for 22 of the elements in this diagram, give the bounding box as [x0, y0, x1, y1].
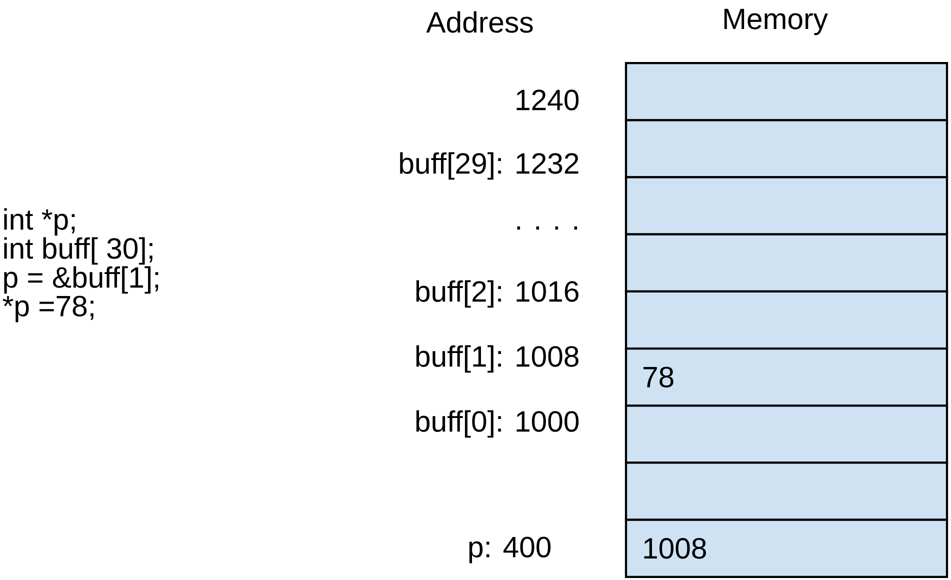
address-label: buff[0]: 1000 — [416, 410, 579, 438]
memory-cell: 78 — [624, 347, 948, 407]
memory-cell — [624, 290, 948, 350]
code-line: p = &buff[1]; — [4, 266, 158, 294]
code-line: *p =78; — [2, 296, 94, 322]
memory-cell — [624, 462, 948, 521]
address-label: buff[29]: 1232 — [400, 152, 578, 180]
memory-cell — [624, 404, 948, 464]
code-line: int *p; — [4, 208, 75, 236]
memory-cell: 1008 — [624, 518, 948, 578]
address-label: buff[1]: 1008 — [416, 345, 578, 373]
memory-cell — [624, 233, 948, 293]
column-heading: Address — [426, 11, 533, 33]
memory-cell — [624, 119, 948, 178]
address-label: buff[2]: 1016 — [416, 280, 578, 308]
memory-cell — [624, 62, 948, 122]
memory-cell — [624, 176, 948, 236]
address-label: p: 400 — [469, 536, 551, 564]
code-line: int buff[ 30]; — [4, 237, 152, 265]
ellipsis-text: . . . . — [517, 226, 578, 230]
address-label: 1240 — [516, 90, 579, 110]
column-heading: Memory — [724, 8, 828, 36]
